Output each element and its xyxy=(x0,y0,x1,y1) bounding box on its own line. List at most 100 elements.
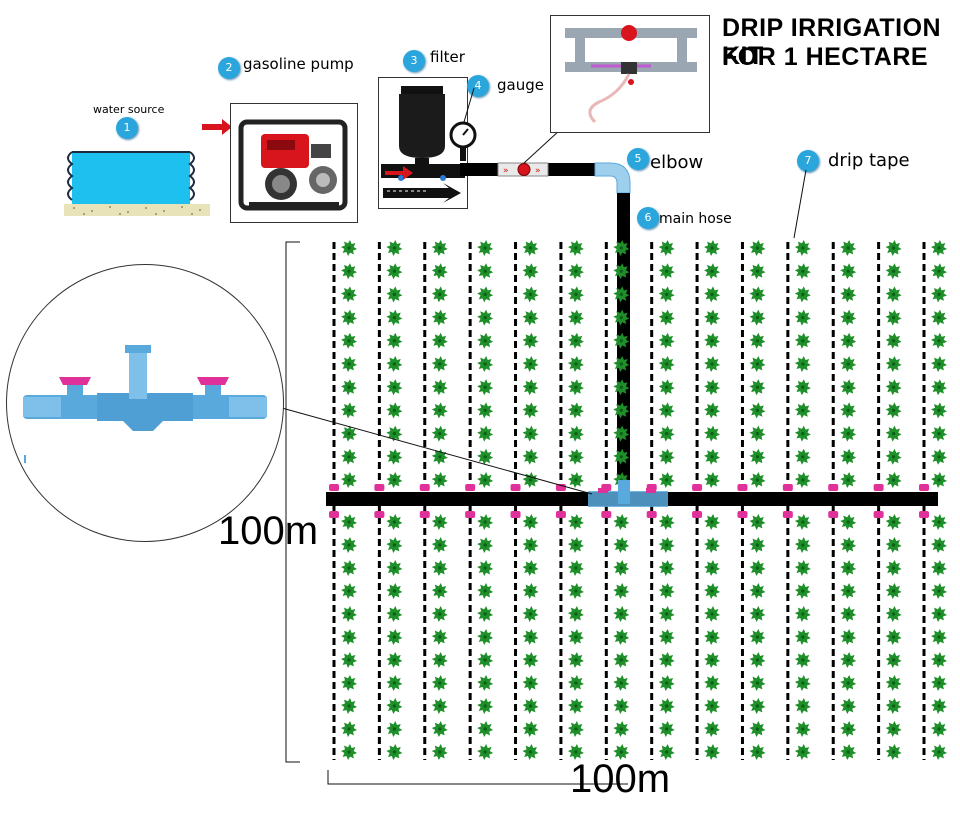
plant-icon xyxy=(431,721,448,737)
plant-icon xyxy=(341,286,357,303)
plant-icon xyxy=(477,606,494,622)
plant-icon xyxy=(341,744,357,760)
plant-icon xyxy=(704,472,721,488)
plant-icon xyxy=(477,744,494,760)
plant-icon xyxy=(431,263,448,280)
plant-icon xyxy=(522,629,539,645)
plant-icon xyxy=(749,652,766,668)
badge-1: 1 xyxy=(116,117,138,139)
plant-icon xyxy=(613,263,630,280)
plant-icon xyxy=(522,402,539,419)
plant-icon xyxy=(386,560,403,576)
plant-icon xyxy=(794,537,811,553)
plant-icon xyxy=(613,560,630,576)
plant-icon xyxy=(704,744,721,760)
tape-connector-bottom xyxy=(510,511,521,518)
plant-icon xyxy=(840,240,857,256)
plant-icon xyxy=(704,514,721,530)
plant-icon xyxy=(386,583,403,599)
tape-connector-top xyxy=(465,484,476,491)
plant-icon xyxy=(840,514,857,530)
plant-icon xyxy=(749,356,766,372)
tape-connector-bottom xyxy=(555,511,566,518)
plant-icon xyxy=(885,537,902,553)
width-dimension-label: 100m xyxy=(570,757,671,801)
plant-icon xyxy=(522,472,539,488)
tape-connector-top xyxy=(782,484,793,491)
plant-icon xyxy=(431,332,448,349)
plant-icon xyxy=(341,721,357,737)
main-hose-label: main hose xyxy=(659,211,732,227)
plant-icon xyxy=(431,560,448,576)
plant-icon xyxy=(704,240,721,256)
plant-icon xyxy=(885,514,902,530)
plant-icon xyxy=(658,514,675,530)
tape-connector-bottom xyxy=(737,511,748,518)
plant-icon xyxy=(341,402,357,419)
plant-icon xyxy=(567,448,584,465)
plant-icon xyxy=(931,606,947,622)
plant-icon xyxy=(658,583,675,599)
gauge-leader-line xyxy=(463,87,475,123)
plant-icon xyxy=(522,560,539,576)
plant-icon xyxy=(658,652,675,668)
plant-icon xyxy=(794,240,811,256)
plant-icon xyxy=(567,472,584,488)
drip-tape-leader-line xyxy=(793,169,807,239)
plant-icon xyxy=(931,472,947,488)
plant-icon xyxy=(840,560,857,576)
plant-icon xyxy=(749,379,766,396)
plant-icon xyxy=(386,652,403,668)
plant-icon xyxy=(704,583,721,599)
tape-connector-bottom xyxy=(601,511,612,518)
plant-icon xyxy=(522,721,539,737)
gasoline-pump-label: gasoline pump xyxy=(243,55,354,73)
plant-icon xyxy=(613,448,630,465)
plant-icon xyxy=(341,606,357,622)
badge-2: 2 xyxy=(218,57,240,79)
plant-icon xyxy=(341,537,357,553)
plant-icon xyxy=(477,448,494,465)
plant-icon xyxy=(885,629,902,645)
plant-icon xyxy=(341,263,357,280)
plant-icon xyxy=(522,286,539,303)
plant-icon xyxy=(567,425,584,442)
plant-icon xyxy=(613,744,630,760)
plant-icon xyxy=(567,652,584,668)
plant-icon xyxy=(341,472,357,488)
plant-icon xyxy=(341,448,357,465)
plant-icon xyxy=(658,448,675,465)
plant-icon xyxy=(749,560,766,576)
plant-icon xyxy=(477,286,494,303)
badge-3: 3 xyxy=(403,50,425,72)
magnifier-leader-line xyxy=(281,407,593,495)
plant-icon xyxy=(567,560,584,576)
plant-icon xyxy=(522,332,539,349)
plant-icon xyxy=(931,698,947,714)
plant-icon xyxy=(477,537,494,553)
plant-icon xyxy=(613,379,630,396)
plant-icon xyxy=(477,652,494,668)
plant-icon xyxy=(431,629,448,645)
pump-photo-frame xyxy=(230,103,358,223)
plant-icon xyxy=(431,583,448,599)
plant-icon xyxy=(794,286,811,303)
venturi-injector: » » xyxy=(497,162,549,177)
tape-connector-top xyxy=(329,484,339,491)
plant-icon xyxy=(749,472,766,488)
plant-icon xyxy=(567,744,584,760)
badge-5: 5 xyxy=(627,148,649,170)
plant-icon xyxy=(567,675,584,691)
plant-icon xyxy=(613,240,630,256)
plant-icon xyxy=(386,332,403,349)
plant-icon xyxy=(840,537,857,553)
plant-icon xyxy=(477,514,494,530)
plant-icon xyxy=(704,560,721,576)
plant-icon xyxy=(931,721,947,737)
plant-icon xyxy=(567,514,584,530)
plant-icon xyxy=(704,332,721,349)
plant-icon xyxy=(613,425,630,442)
plant-icon xyxy=(794,652,811,668)
plant-icon xyxy=(931,240,947,256)
plant-icon xyxy=(386,514,403,530)
